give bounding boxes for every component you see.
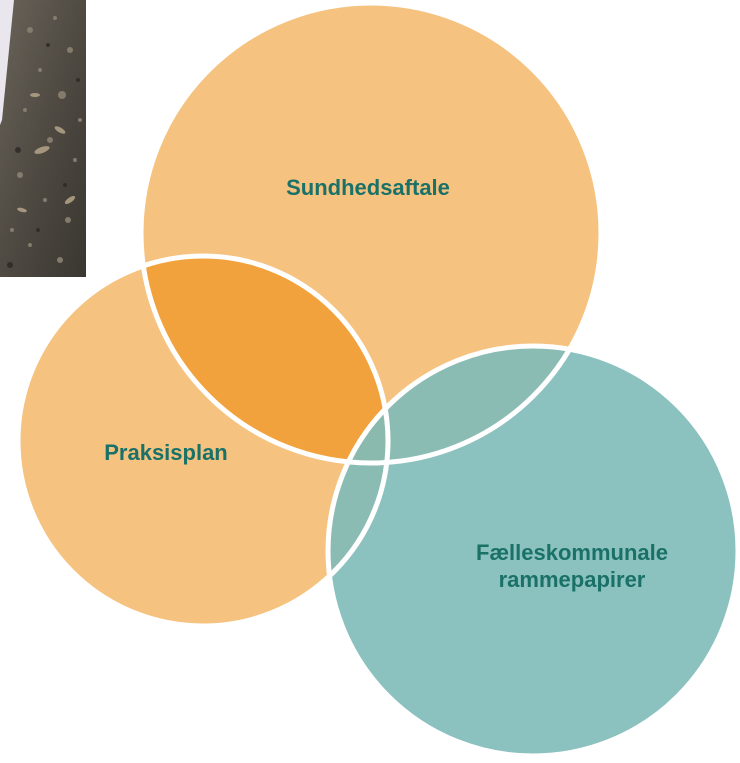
faelleskommunale-label-line-2: rammepapirer [499,567,646,592]
faelleskommunale-circle [328,346,738,756]
praksisplan-outline [15,253,391,629]
faelleskommunale-outline [325,343,740,759]
sundhedsaftale-label: Sundhedsaftale [286,175,450,200]
gravel-photo-fragment [0,0,86,277]
faelleskommunale-label-line-1: Fælleskommunale [476,540,668,565]
sundhedsaftale-outline [138,0,604,466]
praksisplan-label: Praksisplan [104,440,228,465]
